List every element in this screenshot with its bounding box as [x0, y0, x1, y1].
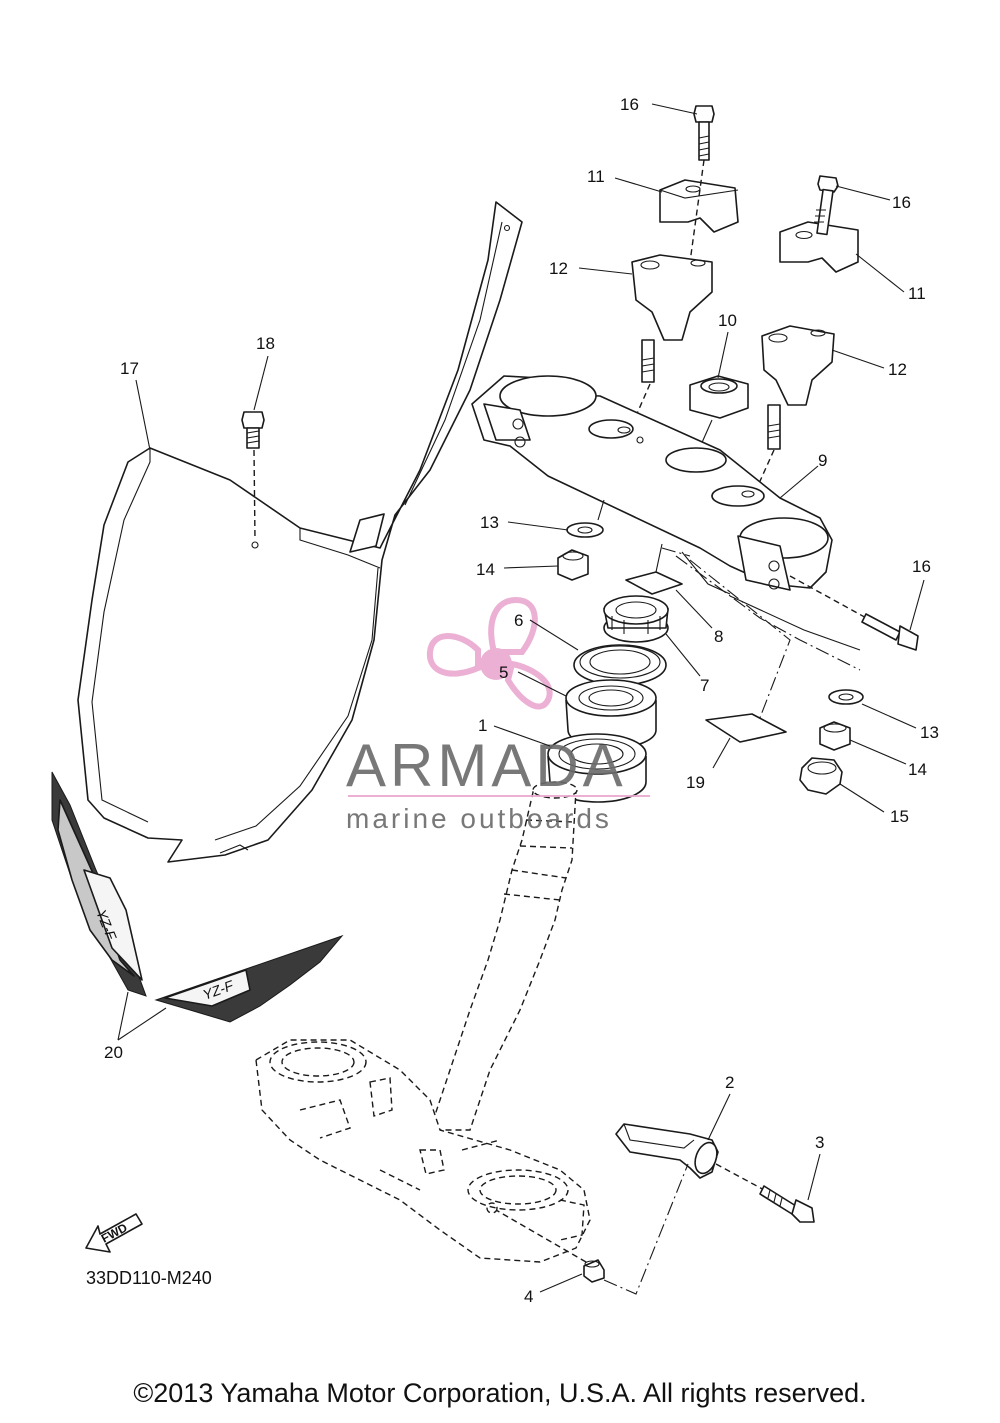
upper-bracket-part: [471, 375, 833, 591]
part-label: 11: [908, 284, 926, 303]
label-19-part: [705, 713, 787, 743]
washer-8-part: [625, 543, 683, 595]
bolt-18-part: [241, 411, 265, 541]
part-label: 15: [890, 807, 909, 826]
part-label: 11: [587, 167, 605, 186]
part-label: 1: [478, 716, 487, 735]
washer-13-right-part: [828, 689, 864, 705]
part-label: 14: [476, 560, 495, 579]
bolt-16-top-part: [689, 105, 715, 263]
cable-guide-2-part: [615, 1123, 769, 1193]
steering-stem-part: [255, 781, 591, 1263]
bolt-16-right-part: [814, 175, 839, 236]
watermark-brand: ARMADA: [346, 732, 627, 799]
part-label: 20: [104, 1043, 123, 1062]
decal-part: YZ-F YZ-F: [51, 771, 344, 1023]
washer-13-left-part: [566, 499, 605, 538]
part-label: 13: [920, 723, 939, 742]
part-label: 14: [908, 760, 927, 779]
part-label: 6: [514, 611, 523, 630]
part-label: 10: [718, 311, 737, 330]
handlebar-holder-left-part: [631, 254, 713, 426]
collar-4-part: [495, 1163, 689, 1295]
part-label: 4: [524, 1287, 533, 1306]
part-label: 13: [480, 513, 499, 532]
nut-14-left-part: [557, 549, 589, 581]
part-label: 8: [714, 627, 723, 646]
seal-6-part: [573, 644, 667, 686]
nut-15-part: [799, 757, 843, 795]
reference-lines: [661, 547, 861, 729]
leader-lines: [117, 103, 925, 1293]
part-label: 7: [700, 676, 709, 695]
part-labels: 16 11 12 16 11 10 12 9 13 14 6 5 1 8 7 1…: [104, 95, 939, 1306]
drawing-code: 33DD110-M240: [86, 1268, 212, 1288]
handlebar-clamp-upper-left-part: [659, 179, 739, 233]
bolt-3-part: [759, 1185, 815, 1223]
part-label: 9: [818, 451, 827, 470]
part-label: 5: [499, 663, 508, 682]
part-label: 16: [620, 95, 639, 114]
part-label: 12: [888, 360, 907, 379]
part-label: 3: [815, 1133, 824, 1152]
handlebar-holder-right-part: [755, 325, 835, 491]
fwd-arrow-icon: FWD: [85, 1213, 143, 1253]
part-label: 16: [892, 193, 911, 212]
bolt-16-lower-part: [789, 575, 919, 651]
watermark-tagline: marine outboards: [346, 803, 612, 834]
part-label: 16: [912, 557, 931, 576]
propeller-logo-icon: [426, 596, 553, 710]
part-label: 17: [120, 359, 139, 378]
part-label: 18: [256, 334, 275, 353]
ring-nut-7-part: [603, 595, 669, 643]
part-label: 2: [725, 1073, 734, 1092]
armada-watermark: ARMADA marine outboards: [346, 596, 650, 834]
number-plate-part: [77, 201, 523, 863]
part-label: 12: [549, 259, 568, 278]
steering-nut-10-part: [689, 375, 749, 457]
part-label: 19: [686, 773, 705, 792]
copyright-notice: ©2013 Yamaha Motor Corporation, U.S.A. A…: [133, 1378, 867, 1408]
nut-14-right-part: [819, 721, 851, 751]
